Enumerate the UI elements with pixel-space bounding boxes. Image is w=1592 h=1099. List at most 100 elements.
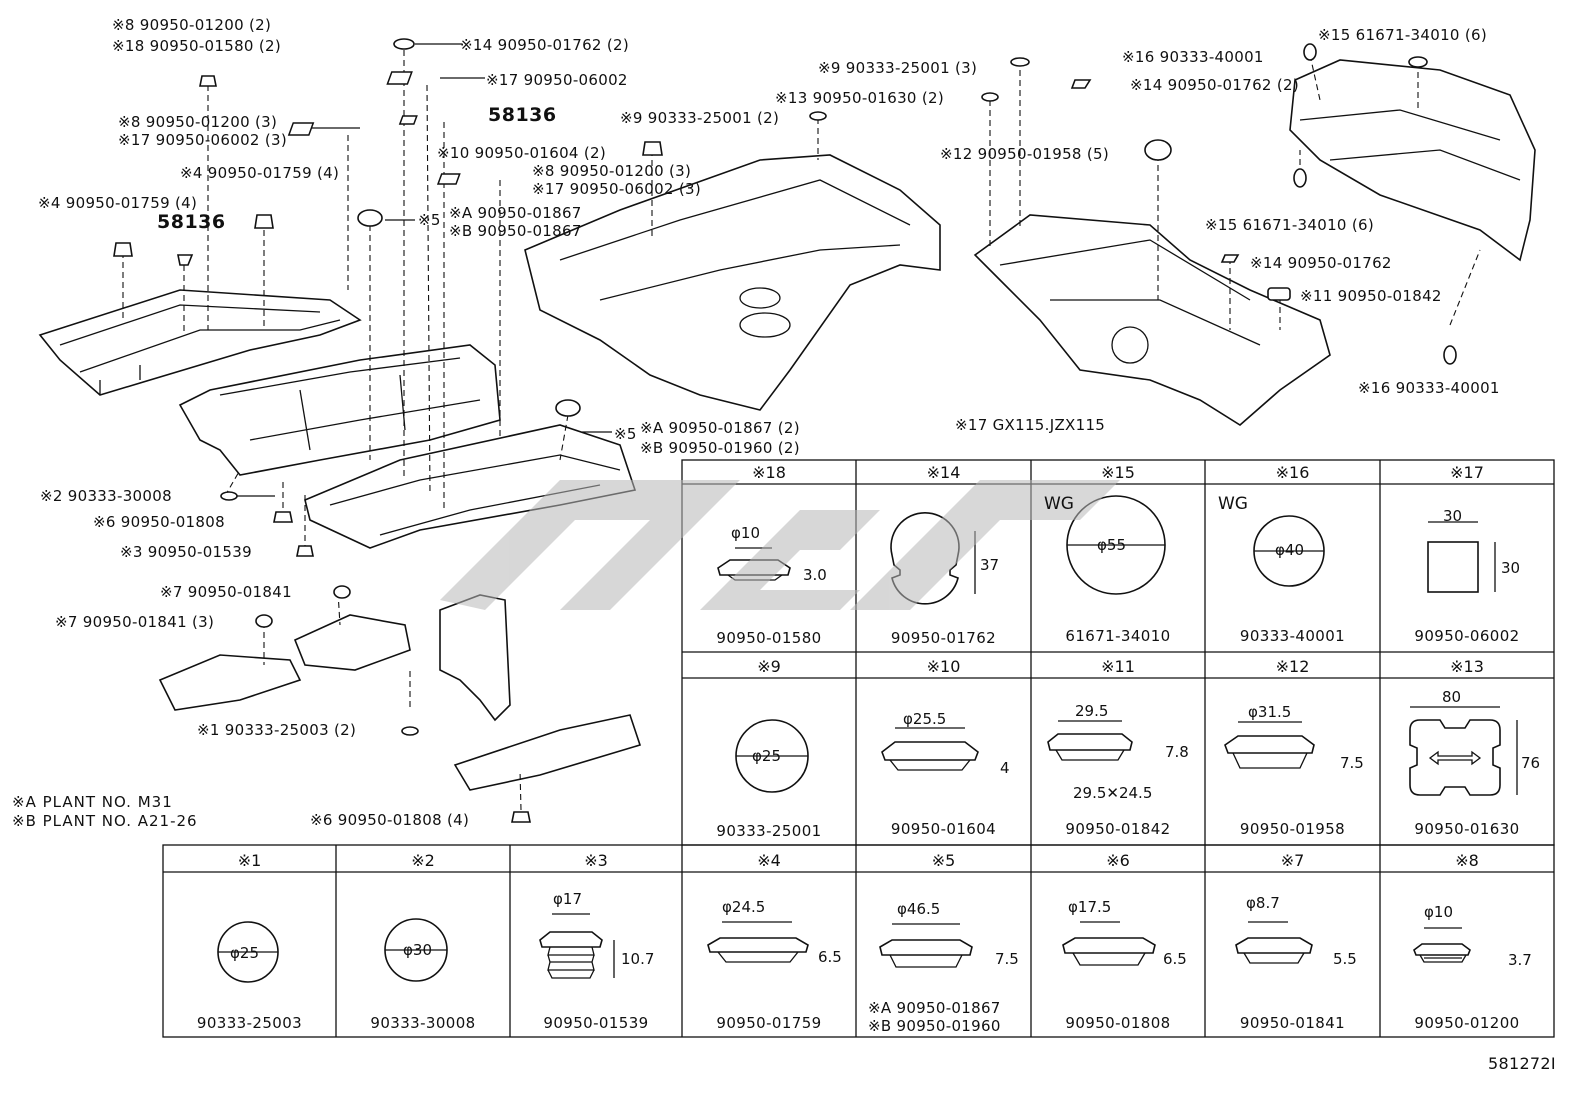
table-header: ※8 bbox=[1455, 851, 1479, 870]
part-number: 90950-01539 bbox=[543, 1014, 649, 1032]
center-body-floor-drawing bbox=[524, 154, 941, 411]
material-tag: WG bbox=[1044, 494, 1074, 514]
rear-body-floor-drawing bbox=[973, 214, 1331, 426]
callout-label: ※A 90950-01867 (2) bbox=[640, 419, 800, 437]
dimension-label: 10.7 bbox=[621, 950, 655, 968]
part-number-variant: ※B 90950-01960 bbox=[868, 1017, 1001, 1035]
callout-label: ※6 90950-01808 (4) bbox=[310, 811, 470, 829]
callout-label: ※1 90333-25003 (2) bbox=[197, 721, 357, 739]
callout-label: ※15 61671-34010 (6) bbox=[1205, 216, 1374, 234]
part-number-variant: ※A 90950-01867 bbox=[868, 999, 1001, 1017]
table-header: ※18 bbox=[752, 463, 786, 482]
plug-icons bbox=[113, 38, 1457, 823]
material-tag: WG bbox=[1218, 494, 1248, 514]
rear-panel-drawing bbox=[1289, 59, 1536, 262]
callout-label: ※8 90950-01200 (2) bbox=[112, 16, 272, 34]
callout-label: ※9 90333-25001 (2) bbox=[620, 109, 780, 127]
callout-label: ※10 90950-01604 (2) bbox=[437, 144, 606, 162]
part-number: 90950-01958 bbox=[1239, 820, 1346, 838]
table-header: ※6 bbox=[1106, 851, 1130, 870]
dimension-label: 30 bbox=[1501, 559, 1521, 577]
callout-label: ※B 90950-01867 bbox=[449, 222, 582, 240]
dimension-label: 29.5 bbox=[1075, 702, 1109, 720]
table-header: ※10 bbox=[926, 657, 961, 676]
dimension-label: φ40 bbox=[1275, 541, 1304, 559]
dimension-label: φ10 bbox=[731, 524, 760, 542]
dimension-label: 7.5 bbox=[1340, 754, 1364, 772]
part-number: 90950-01762 bbox=[890, 629, 997, 647]
callout-label: ※6 90950-01808 bbox=[93, 513, 225, 531]
part-number: 90333-25001 bbox=[716, 822, 822, 840]
dimension-label: 76 bbox=[1521, 754, 1541, 772]
part-number: 90950-01200 bbox=[1414, 1014, 1520, 1032]
part-number: 90950-01842 bbox=[1065, 820, 1171, 838]
plant-note-a: ※A PLANT NO. M31 bbox=[12, 793, 173, 811]
table-header: ※5 bbox=[931, 851, 956, 870]
dimension-label: 30 bbox=[1443, 507, 1463, 525]
dimension-label: 3.0 bbox=[803, 566, 827, 584]
dimension-label: φ46.5 bbox=[897, 900, 941, 918]
callout-label: ※15 61671-34010 (6) bbox=[1318, 26, 1487, 44]
table-header: ※1 bbox=[237, 851, 262, 870]
dimension-label: φ25 bbox=[230, 944, 259, 962]
table-header: ※15 bbox=[1101, 463, 1135, 482]
dimension-label: 29.5✕24.5 bbox=[1073, 784, 1153, 802]
part-number: 90333-40001 bbox=[1239, 627, 1346, 645]
callout-label: ※5 bbox=[614, 425, 637, 443]
callout-label: ※8 90950-01200 (3) bbox=[532, 162, 692, 180]
dimension-label: 3.7 bbox=[1508, 951, 1532, 969]
dimension-label: φ25.5 bbox=[903, 710, 947, 728]
callout-label: ※14 90950-01762 (2) bbox=[460, 36, 629, 54]
table-header: ※7 bbox=[1280, 851, 1305, 870]
center-tunnel-drawing bbox=[178, 344, 501, 476]
callout-label: ※18 90950-01580 (2) bbox=[112, 37, 281, 55]
part-number: 90333-25003 bbox=[196, 1014, 303, 1032]
part-number: 90950-06002 bbox=[1414, 627, 1520, 645]
table-header: ※14 bbox=[926, 463, 961, 482]
table-header: ※17 bbox=[1450, 463, 1484, 482]
dimension-label: φ55 bbox=[1097, 536, 1126, 554]
bracket-parts-drawing bbox=[158, 594, 642, 791]
callout-label: ※17 90950-06002 bbox=[486, 71, 628, 89]
dimension-label: φ10 bbox=[1424, 903, 1453, 921]
callout-label: ※8 90950-01200 (3) bbox=[118, 113, 278, 131]
callout-label: ※5 bbox=[418, 211, 441, 229]
figure-id: 581272I bbox=[1488, 1054, 1556, 1073]
dimension-label: φ24.5 bbox=[722, 898, 766, 916]
dimension-label: φ17.5 bbox=[1068, 898, 1112, 916]
front-floor-pan-drawing bbox=[38, 289, 362, 396]
dimension-label: 7.8 bbox=[1165, 743, 1189, 761]
callout-label: ※4 90950-01759 (4) bbox=[38, 194, 198, 212]
dimension-label: 4 bbox=[1000, 759, 1010, 777]
dimension-label: φ25 bbox=[752, 747, 781, 765]
callout-label: ※14 90950-01762 (2) bbox=[1130, 76, 1299, 94]
part-number: 90333-30008 bbox=[370, 1014, 476, 1032]
leader-lines bbox=[122, 43, 1481, 811]
dimension-label: φ30 bbox=[403, 941, 432, 959]
part-table-grid bbox=[162, 459, 1555, 1038]
table-header: ※13 bbox=[1450, 657, 1484, 676]
table-header: ※11 bbox=[1101, 657, 1135, 676]
callout-label: ※4 90950-01759 (4) bbox=[180, 164, 340, 182]
part-number: 90950-01580 bbox=[716, 629, 822, 647]
callout-label: ※11 90950-01842 bbox=[1300, 287, 1442, 305]
table-header: ※2 bbox=[411, 851, 435, 870]
table-header: ※3 bbox=[584, 851, 608, 870]
callout-label: ※14 90950-01762 bbox=[1250, 254, 1392, 272]
callout-label: ※2 90333-30008 bbox=[40, 487, 172, 505]
callout-label: ※B 90950-01960 (2) bbox=[640, 439, 800, 457]
callout-label: ※7 90950-01841 bbox=[160, 583, 292, 601]
callout-label: ※16 90333-40001 bbox=[1358, 379, 1500, 397]
part-number: 90950-01808 bbox=[1065, 1014, 1171, 1032]
table-header: ※12 bbox=[1275, 657, 1310, 676]
part-number: 90950-01759 bbox=[716, 1014, 822, 1032]
table-header: ※9 bbox=[757, 657, 781, 676]
dimension-label: φ31.5 bbox=[1248, 703, 1292, 721]
callout-label: ※A 90950-01867 bbox=[449, 204, 582, 222]
part-number: 90950-01604 bbox=[890, 820, 997, 838]
dimension-label: 6.5 bbox=[818, 948, 842, 966]
callout-label: ※3 90950-01539 bbox=[120, 543, 252, 561]
callout-label: ※13 90950-01630 (2) bbox=[775, 89, 944, 107]
callout-label: ※17 GX115.JZX115 bbox=[955, 416, 1106, 434]
